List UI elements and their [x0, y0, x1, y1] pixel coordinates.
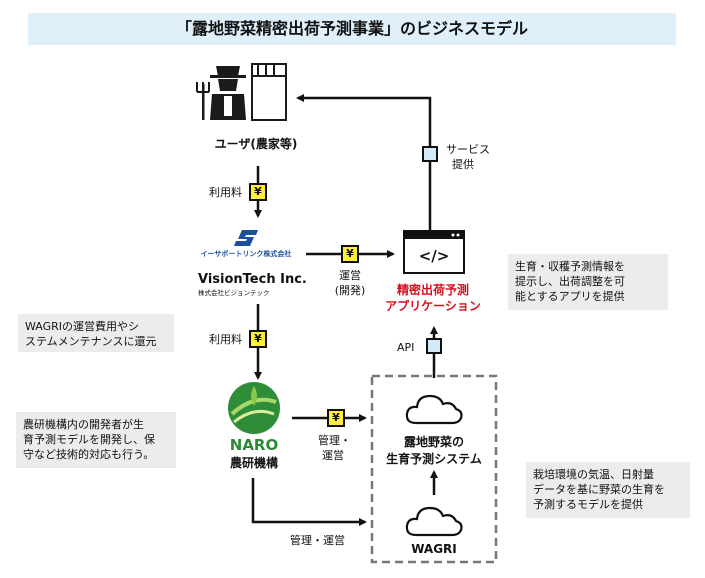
- naro-logo-text: NARO: [229, 436, 279, 454]
- yen-icon: ¥: [249, 183, 267, 201]
- operation-label-line2: (開発): [334, 284, 366, 297]
- yen-icon: ¥: [327, 409, 345, 427]
- note-line: ステムメンテナンスに還元: [25, 335, 157, 348]
- service-label-line2: 提供: [452, 158, 474, 171]
- usage-fee-label-2: 利用料: [209, 333, 242, 346]
- note-wagri-cost: WAGRIの運営費用やシ ステムメンテナンスに還元: [18, 314, 174, 352]
- app-label-line2: アプリケーション: [385, 299, 481, 313]
- note-line: 農研機構内の開発者が生: [23, 418, 144, 431]
- note-line: 提示し、出荷調整を可: [515, 275, 625, 288]
- yen-icon: ¥: [341, 245, 359, 263]
- yen-icon: ¥: [249, 330, 267, 348]
- api-label: API: [397, 341, 415, 354]
- cloud-icon: [405, 506, 463, 537]
- arrow-app-to-user: [296, 94, 432, 230]
- note-app-desc: 生育・収穫予測情報を 提示し、出荷調整を可 能とするアプリを提供: [508, 254, 668, 310]
- note-line: 栽培環境の気温、日射量: [533, 468, 654, 481]
- note-line: 育予測モデルを開発し、保: [23, 433, 155, 446]
- usage-fee-label-1: 利用料: [209, 186, 242, 199]
- app-label-line1: 精密出荷予測: [396, 283, 469, 297]
- system-boundary-box: [370, 374, 498, 564]
- visiontech-logo-text: イーサポートリンク株式会社: [200, 250, 292, 258]
- manage-bottom-label: 管理・運営: [290, 534, 345, 547]
- note-line: 守など技術的対応も行う。: [23, 448, 155, 461]
- visiontech-sub: 株式会社ビジョンテック: [198, 289, 270, 297]
- naro-label: 農研機構: [229, 456, 278, 470]
- note-line: 予測するモデルを提供: [533, 498, 643, 511]
- title-bar: [28, 13, 676, 45]
- system-label-line1: 露地野菜の: [403, 435, 464, 449]
- note-line: 能とするアプリを提供: [515, 290, 625, 303]
- wagri-label: WAGRI: [411, 542, 457, 556]
- service-marker: [422, 146, 438, 162]
- cloud-icon: [405, 394, 463, 425]
- app-window-icon: [403, 230, 465, 274]
- naro-logo-icon: [228, 382, 280, 434]
- note-line: WAGRIの運営費用やシ: [25, 320, 140, 333]
- farmer-icon: [196, 63, 287, 121]
- visiontech-name: VisionTech Inc.: [198, 272, 307, 287]
- note-model-desc: 栽培環境の気温、日射量 データを基に野菜の生育を 予測するモデルを提供: [526, 462, 690, 518]
- api-marker: [426, 338, 442, 354]
- user-label: ユーザ(農家等): [214, 137, 298, 151]
- visiontech-logo-icon: [234, 230, 258, 246]
- manage-label-line2: 運営: [322, 449, 344, 462]
- code-icon: </>: [418, 247, 450, 265]
- note-naro-dev: 農研機構内の開発者が生 育予測モデルを開発し、保 守など技術的対応も行う。: [16, 412, 176, 468]
- operation-label-line1: 運営: [339, 269, 361, 282]
- note-line: データを基に野菜の生育を: [533, 483, 665, 496]
- arrow-naro-to-wagri: [251, 478, 367, 526]
- diagram-title: 「露地野菜精密出荷予測事業」のビジネスモデル: [175, 19, 528, 38]
- manage-label-line1: 管理・: [318, 434, 351, 447]
- service-label-line1: サービス: [446, 143, 490, 156]
- system-label-line2: 生育予測システム: [386, 452, 482, 466]
- note-line: 生育・収穫予測情報を: [515, 260, 625, 273]
